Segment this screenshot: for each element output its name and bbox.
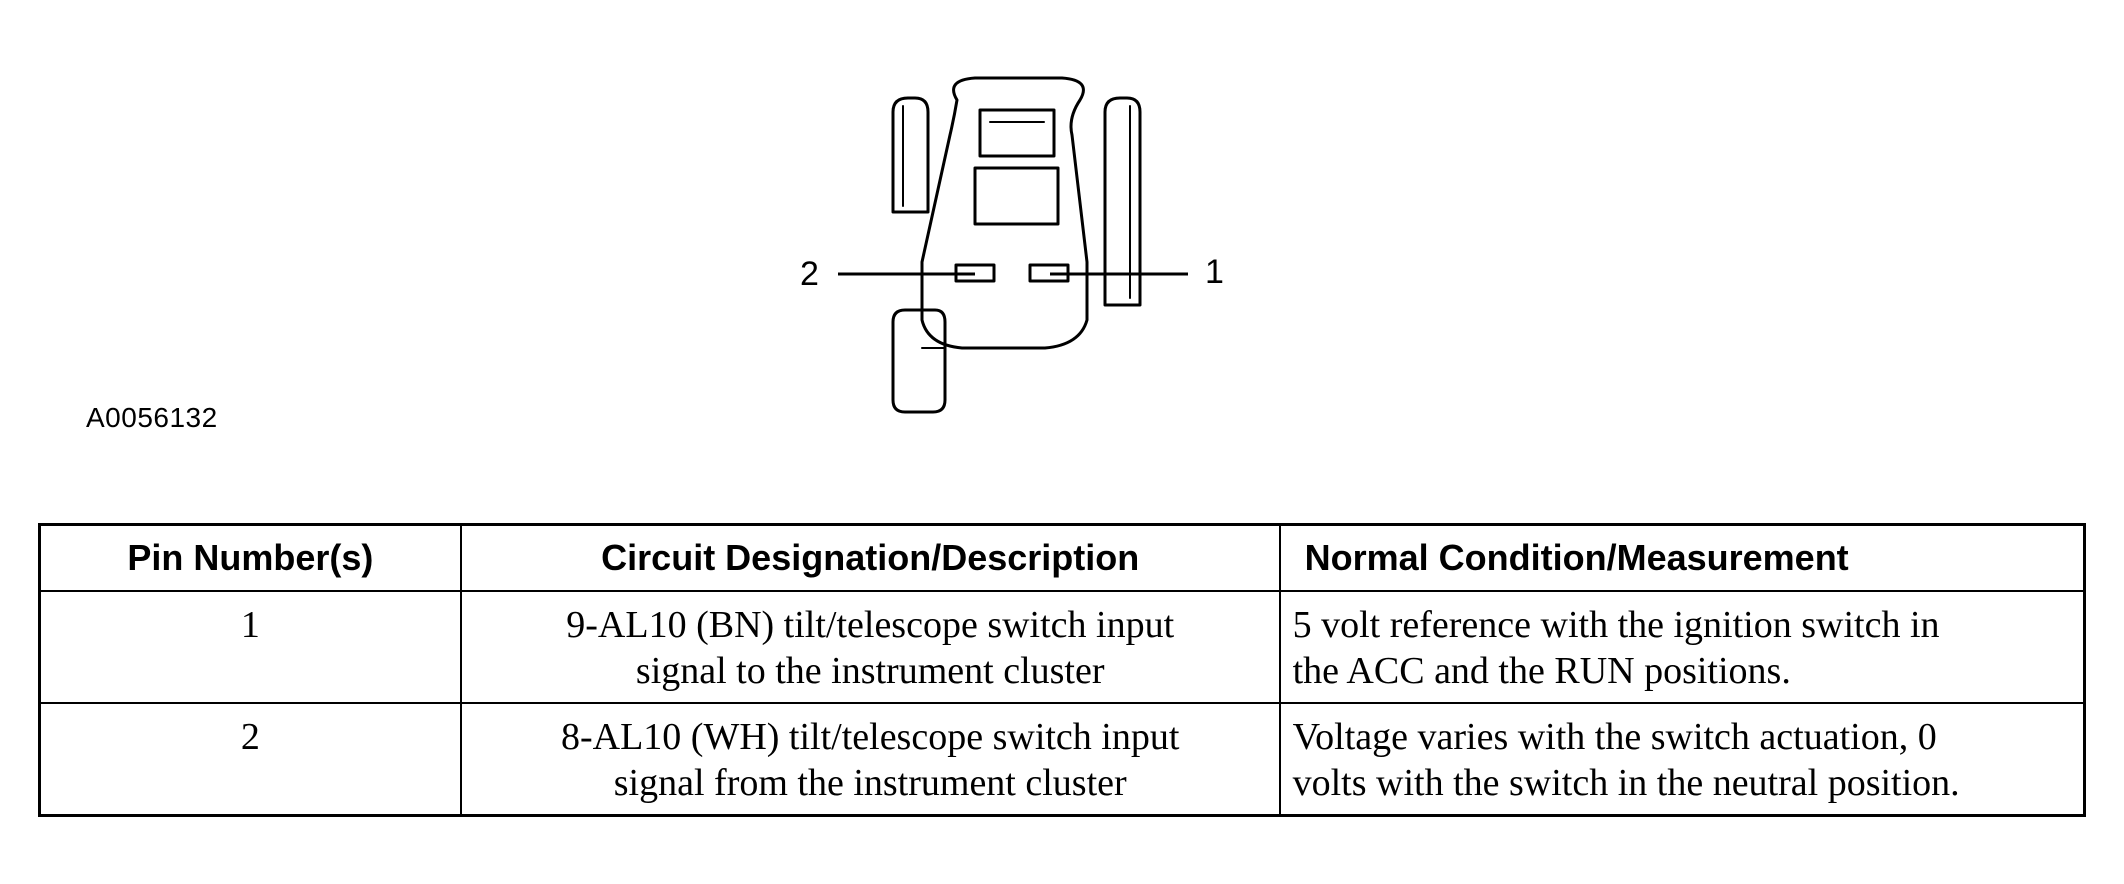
pin-number-cell: 2: [38, 702, 462, 817]
connector-body: [920, 76, 1089, 350]
connector-diagram: 2 1: [800, 76, 1224, 414]
table-header-row: Pin Number(s) Circuit Designation/Descri…: [38, 523, 2086, 592]
circuit-line: 8-AL10 (WH) tilt/telescope switch input: [561, 716, 1180, 758]
pin-table: Pin Number(s) Circuit Designation/Descri…: [38, 523, 2086, 817]
table-row: 1 9-AL10 (BN) tilt/telescope switch inpu…: [38, 590, 2086, 704]
condition-line: the ACC and the RUN positions.: [1292, 650, 1791, 692]
pin-label-2: 2: [800, 255, 819, 293]
figure-id: A0056132: [86, 402, 218, 433]
circuit-description-cell: 8-AL10 (WH) tilt/telescope switch input …: [459, 702, 1281, 817]
connector-figure: 2 1 A0056132: [86, 76, 1224, 433]
bottom-left-tab: [891, 308, 947, 414]
circuit-line: 9-AL10 (BN) tilt/telescope switch input: [566, 604, 1175, 646]
circuit-line: signal from the instrument cluster: [613, 762, 1127, 804]
header-condition: Normal Condition/Measurement: [1278, 523, 2086, 592]
header-pin-number: Pin Number(s): [38, 523, 462, 592]
pin-number-cell: 1: [38, 590, 462, 704]
condition-line: 5 volt reference with the ignition switc…: [1292, 604, 1940, 646]
condition-line: Voltage varies with the switch actuation…: [1292, 716, 1937, 758]
circuit-description-cell: 9-AL10 (BN) tilt/telescope switch input …: [459, 590, 1281, 704]
left-latch-arm: [891, 96, 930, 214]
header-circuit: Circuit Designation/Description: [459, 523, 1281, 592]
circuit-line: signal to the instrument cluster: [635, 650, 1105, 692]
condition-cell: Voltage varies with the switch actuation…: [1278, 702, 2086, 817]
condition-line: volts with the switch in the neutral pos…: [1292, 762, 1960, 804]
right-latch-arm: [1103, 96, 1142, 307]
inner-cavity: [973, 166, 1060, 226]
lock-window: [978, 108, 1056, 158]
pin-label-1: 1: [1205, 253, 1224, 291]
table-row: 2 8-AL10 (WH) tilt/telescope switch inpu…: [38, 702, 2086, 817]
condition-cell: 5 volt reference with the ignition switc…: [1278, 590, 2086, 704]
